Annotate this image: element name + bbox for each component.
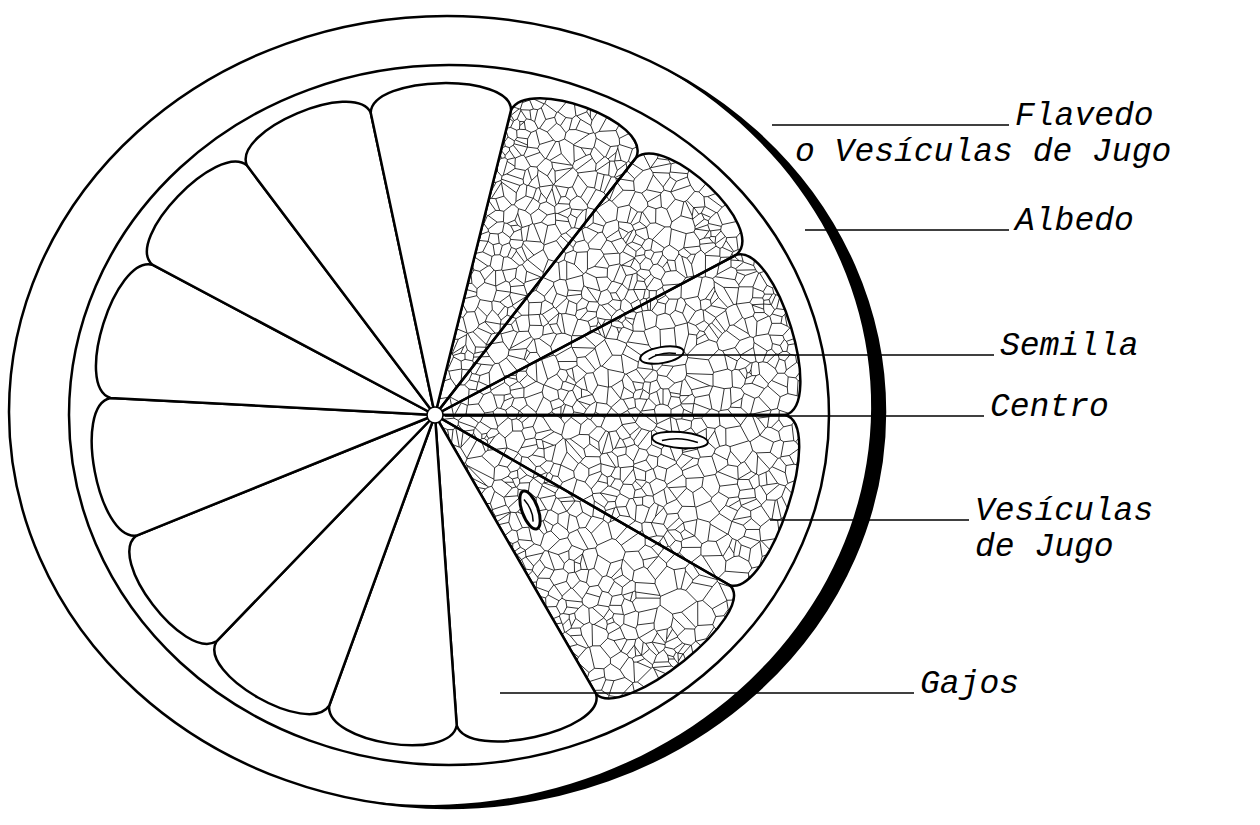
seed-line — [524, 498, 535, 522]
leader-line — [770, 519, 969, 521]
seed-shape — [516, 488, 545, 531]
outer-peel — [9, 16, 885, 808]
part-label: Vesículas de Jugo — [975, 494, 1165, 566]
seed — [516, 488, 545, 531]
seed-line — [662, 437, 698, 443]
segment — [92, 398, 435, 536]
part-label: Albedo — [1015, 204, 1235, 240]
center-pith — [427, 407, 443, 423]
leader-line — [805, 229, 1009, 231]
segment — [435, 254, 800, 415]
leader-line — [445, 415, 984, 417]
segments — [92, 83, 801, 745]
leader-line — [772, 124, 1009, 126]
part-label: Semilla — [1000, 329, 1230, 365]
part-label: Flavedo o Vesículas de Jugo — [795, 99, 1183, 171]
albedo-boundary — [69, 65, 829, 765]
segment — [371, 83, 511, 415]
leader-line — [500, 692, 914, 694]
seed-shape — [651, 430, 708, 451]
seed — [651, 430, 708, 451]
leader-line — [655, 354, 994, 356]
leader-lines — [445, 125, 1009, 693]
part-label: Gajos — [920, 667, 1140, 703]
part-label: Centro — [990, 390, 1220, 426]
seeds — [516, 343, 709, 531]
